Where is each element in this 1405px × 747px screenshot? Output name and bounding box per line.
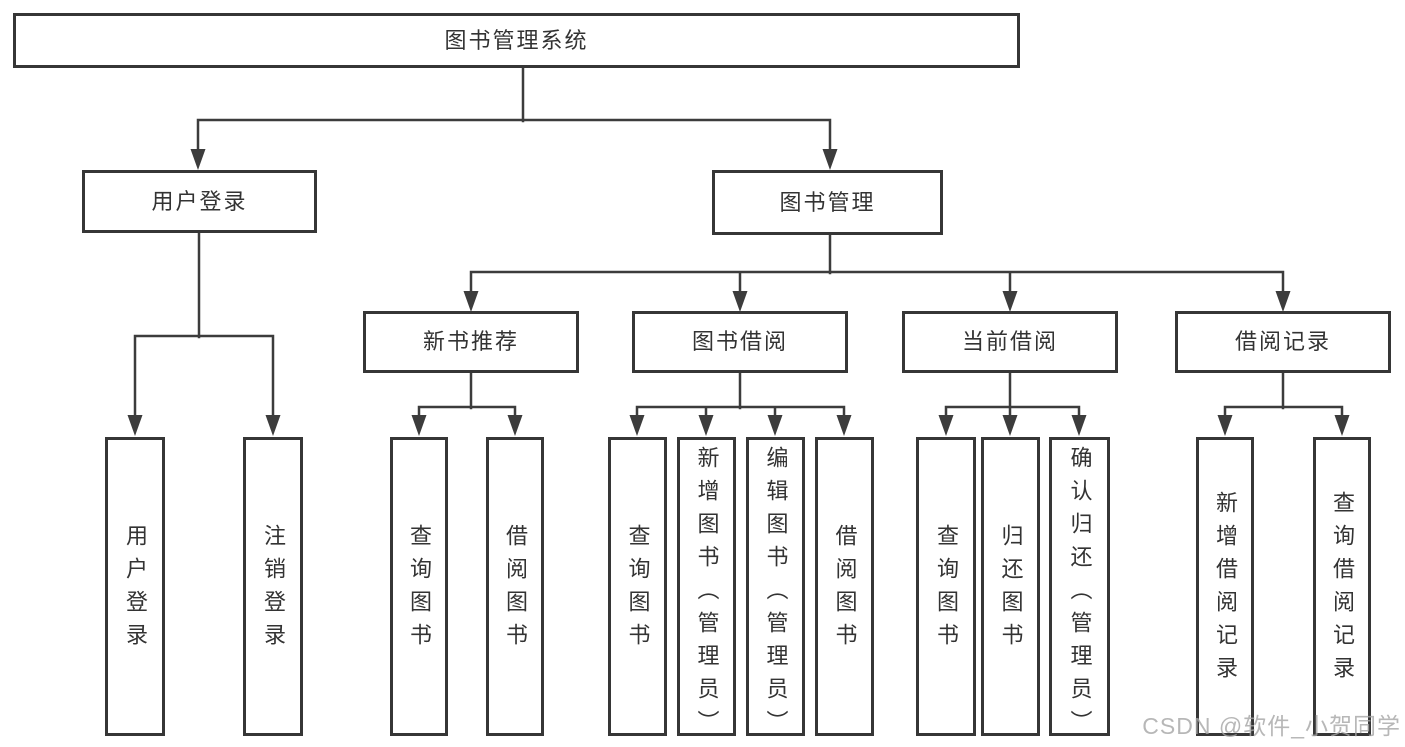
leaf-add-borrow-record: 新增借阅记录 [1196,437,1254,736]
leaf-logout: 注销登录 [243,437,303,736]
leaf-borrow-books-borrowing: 借阅图书 [815,437,874,736]
leaf-edit-book-admin: 编辑图书（管理员） [746,437,805,743]
leaf-borrow-books-recommend: 借阅图书 [486,437,544,736]
leaf-confirm-return-admin: 确认归还（管理员） [1049,437,1110,743]
connector-path [133,64,1344,423]
node-new-book-recommendation: 新书推荐 [363,311,579,373]
leaf-query-books-current: 查询图书 [916,437,976,736]
leaf-return-book: 归还图书 [981,437,1040,736]
leaf-add-book-admin: 新增图书（管理员） [677,437,736,743]
leaf-query-books-recommend: 查询图书 [390,437,448,736]
leaf-query-borrow-record: 查询借阅记录 [1313,437,1371,736]
node-user-login-branch: 用户登录 [82,170,317,233]
node-book-management-branch: 图书管理 [712,170,943,235]
node-current-borrowing: 当前借阅 [902,311,1118,373]
node-book-borrowing: 图书借阅 [632,311,848,373]
arrowheads [127,149,1350,436]
leaf-user-login: 用户登录 [105,437,165,736]
leaf-query-books-borrowing: 查询图书 [608,437,667,736]
watermark: CSDN @软件_小贺同学 [1142,713,1401,739]
node-borrowing-records: 借阅记录 [1175,311,1391,373]
node-library-management-system: 图书管理系统 [13,13,1020,68]
